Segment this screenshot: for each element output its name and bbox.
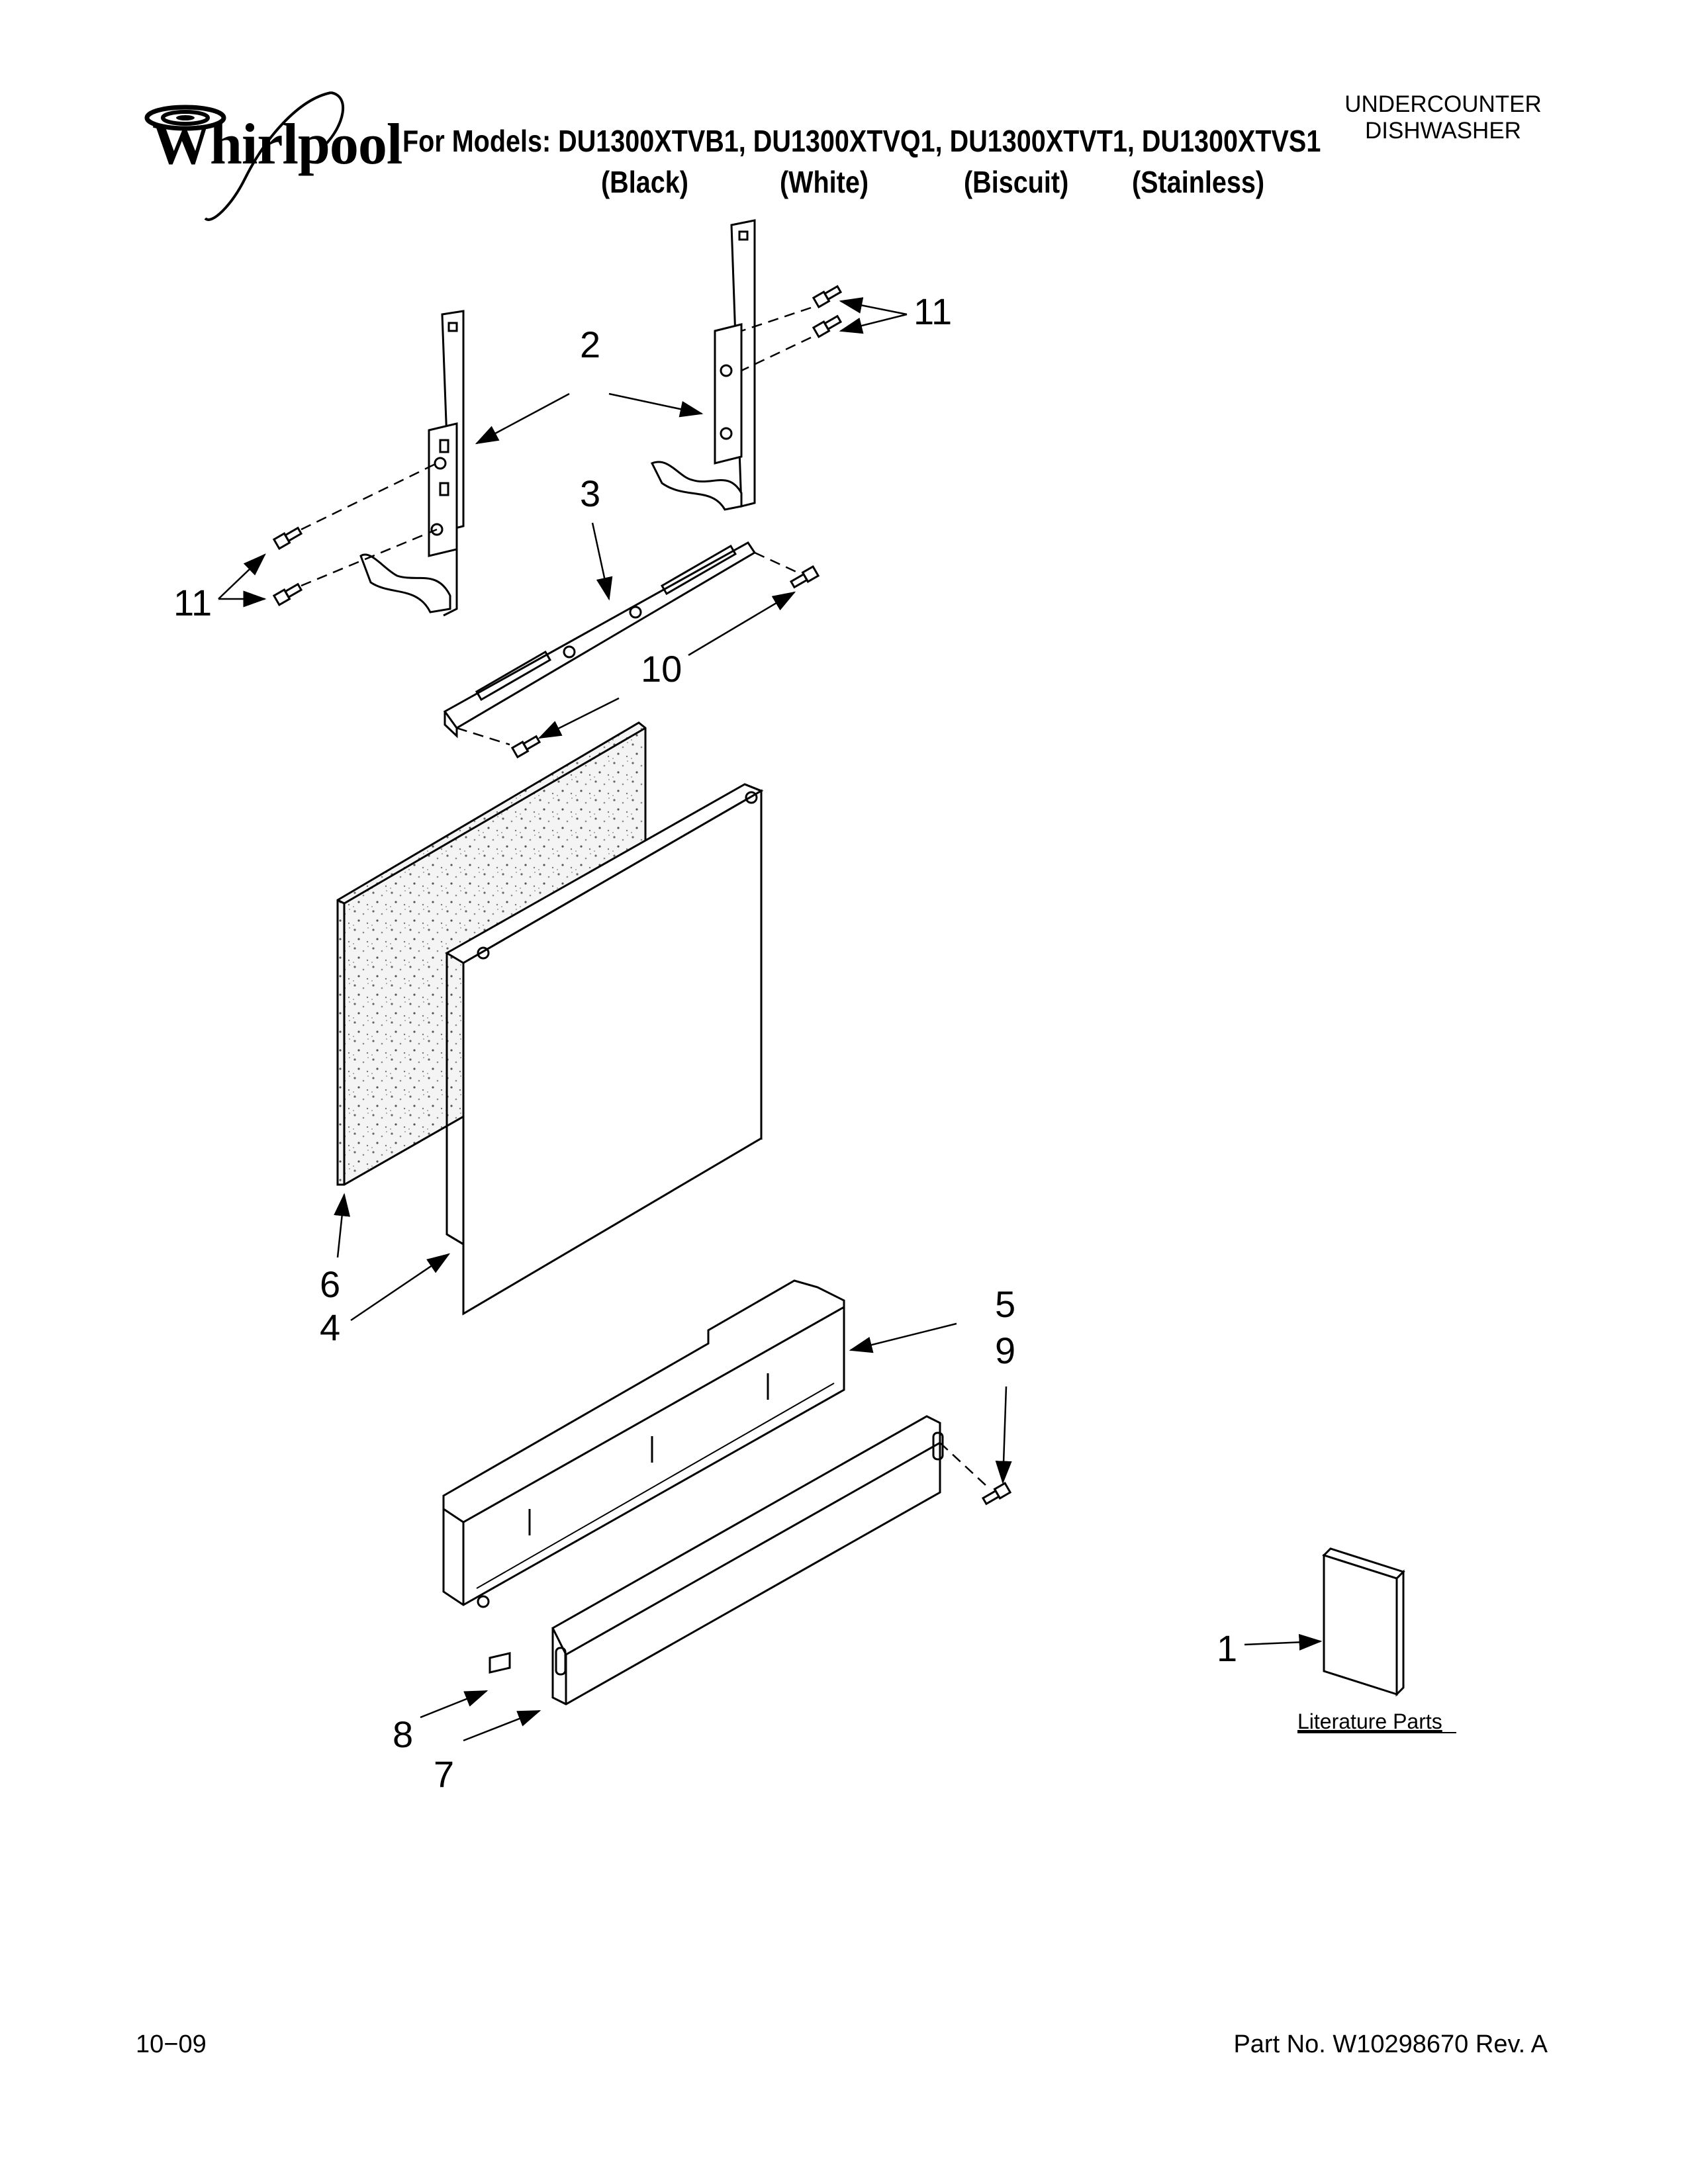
callout-6: 6 bbox=[320, 1263, 340, 1305]
screw-icon bbox=[812, 285, 843, 308]
screw-icon bbox=[510, 735, 541, 758]
leader-arrows bbox=[218, 297, 1323, 1742]
callout-10: 10 bbox=[641, 648, 682, 690]
color-stainless: (Stainless) bbox=[1132, 165, 1265, 199]
callout-11-right: 11 bbox=[914, 291, 952, 332]
toe-panel-bracket bbox=[442, 1279, 845, 1608]
literature-parts-label: Literature Parts bbox=[1297, 1709, 1442, 1733]
whirlpool-logo bbox=[132, 86, 384, 232]
toe-kick-panel bbox=[551, 1415, 944, 1706]
right-door-hinge bbox=[650, 219, 756, 511]
callout-8: 8 bbox=[393, 1713, 413, 1755]
callout-9: 9 bbox=[995, 1330, 1015, 1371]
literature-book bbox=[1322, 1547, 1405, 1697]
footer-date: 10−09 bbox=[136, 2030, 207, 2058]
callout-4: 4 bbox=[320, 1306, 340, 1348]
product-type-line2: DISHWASHER bbox=[1365, 118, 1521, 144]
callout-3: 3 bbox=[580, 473, 600, 514]
callout-11-left: 11 bbox=[173, 582, 212, 623]
callout-7: 7 bbox=[434, 1753, 454, 1795]
brand-name: Whirlpool bbox=[152, 113, 402, 177]
assembly-lines bbox=[301, 306, 987, 1486]
screw-icon bbox=[272, 582, 303, 606]
left-door-hinge bbox=[359, 310, 465, 617]
models-line: For Models: DU1300XTVB1, DU1300XTVQ1, DU… bbox=[402, 124, 1321, 158]
footer-part-number: Part No. W10298670 Rev. A bbox=[1233, 2030, 1548, 2058]
door-top-brace bbox=[443, 541, 757, 739]
product-type-line1: UNDERCOUNTER bbox=[1344, 91, 1542, 117]
logo-swirl-icon bbox=[144, 91, 344, 221]
door-panel bbox=[445, 783, 764, 1316]
color-biscuit: (Biscuit) bbox=[964, 165, 1069, 199]
callout-1: 1 bbox=[1217, 1627, 1237, 1669]
screw-icon bbox=[812, 314, 843, 338]
screw-icon bbox=[272, 526, 303, 550]
screw-icon bbox=[789, 565, 820, 589]
screws bbox=[272, 285, 1012, 1506]
toe-panel-clip bbox=[489, 1652, 511, 1674]
callout-2: 2 bbox=[580, 324, 600, 365]
color-black: (Black) bbox=[601, 165, 688, 199]
product-type: UNDERCOUNTER DISHWASHER bbox=[1297, 91, 1589, 144]
color-white: (White) bbox=[780, 165, 869, 199]
screw-icon bbox=[981, 1482, 1012, 1506]
callout-5: 5 bbox=[995, 1283, 1015, 1325]
